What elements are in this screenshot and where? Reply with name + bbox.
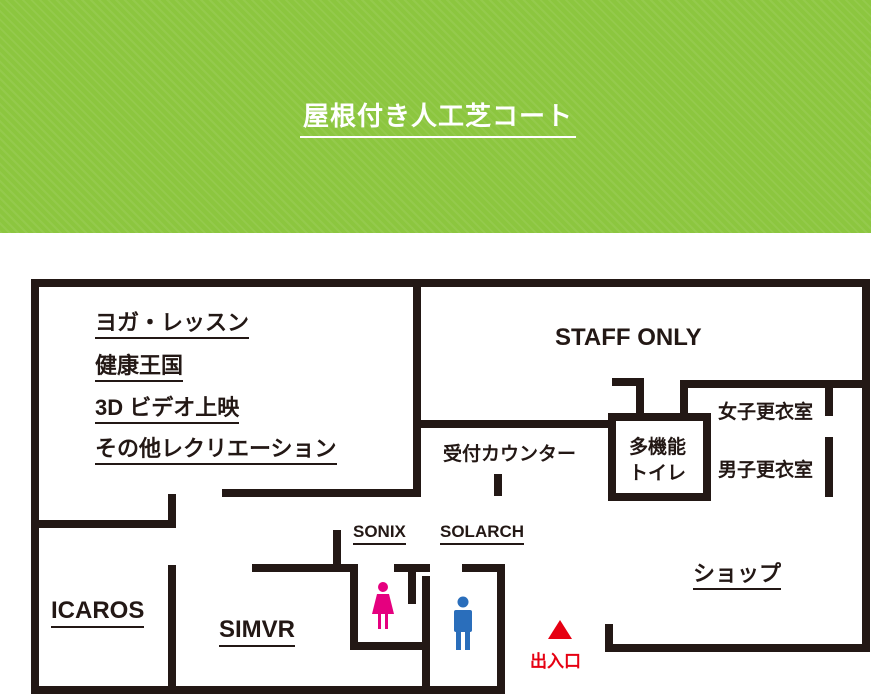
wall-male-top [462, 564, 504, 572]
court-title: 屋根付き人工芝コート [300, 100, 576, 138]
wall-activity-bottom-left [31, 520, 176, 528]
wall-toilet-top [608, 413, 703, 421]
activity-other-recreation: その他レクリエーション [95, 438, 337, 465]
outer-wall-left [31, 279, 39, 694]
entrance-label: 出入口 [530, 652, 581, 671]
wall-activity-bottom [222, 489, 421, 497]
wall-toilet-top-stub [612, 378, 642, 386]
outer-wall-bottom-right [605, 644, 870, 652]
wall-sonix-stub [333, 530, 341, 570]
wall-activity-stub [168, 494, 176, 528]
wall-female-bottom [350, 642, 430, 650]
wall-locker-right-bottom [825, 437, 833, 497]
solarch-label: SOLARCH [440, 523, 525, 545]
outer-wall-bottom [31, 686, 505, 694]
wall-toilets-divider [422, 576, 430, 694]
wall-icaros-right [168, 565, 176, 694]
wall-staff-bottom [413, 420, 608, 428]
multipurpose-toilet-label-line1: 多機能 [629, 437, 687, 458]
wall-locker-left [703, 413, 711, 501]
sonix-label: SONIX [353, 523, 406, 545]
female-toilet-icon [372, 582, 394, 629]
wall-locker-left-stub [680, 380, 688, 420]
activity-health-kingdom: 健康王国 [95, 355, 184, 382]
womens-locker-room-label: 女子更衣室 [718, 402, 814, 423]
outer-wall-right [862, 279, 870, 652]
wall-locker-right-top [825, 380, 833, 416]
icaros-label: ICAROS [51, 599, 145, 628]
male-toilet-icon [454, 596, 472, 650]
wall-female-left [350, 564, 358, 648]
wall-divider-stub [408, 564, 416, 604]
shop-label: ショップ [693, 563, 782, 590]
wall-male-right [497, 564, 505, 694]
wall-simvr-top [252, 564, 357, 572]
wall-activity-right [413, 279, 421, 496]
activity-3d-video: 3D ビデオ上映 [95, 397, 240, 424]
wall-reception-stub [494, 474, 502, 496]
entrance-jamb-right [605, 624, 613, 652]
walls [31, 279, 870, 694]
wall-toilet-stub-vertical [636, 378, 644, 418]
simvr-label: SIMVR [219, 618, 296, 647]
reception-counter-label: 受付カウンター [443, 444, 577, 465]
wall-locker-top [680, 380, 870, 388]
mens-locker-room-label: 男子更衣室 [718, 460, 814, 481]
staff-only-label: STAFF ONLY [555, 324, 702, 351]
activity-yoga-lesson: ヨガ・レッスン [95, 312, 250, 339]
multipurpose-toilet-label-line2: トイレ [629, 463, 687, 484]
entrance-arrow-icon [548, 620, 572, 639]
wall-toilet-bottom [608, 493, 703, 501]
outer-wall-top [31, 279, 870, 287]
artificial-turf-court: 屋根付き人工芝コート [0, 0, 871, 233]
wall-toilet-left [608, 413, 616, 501]
